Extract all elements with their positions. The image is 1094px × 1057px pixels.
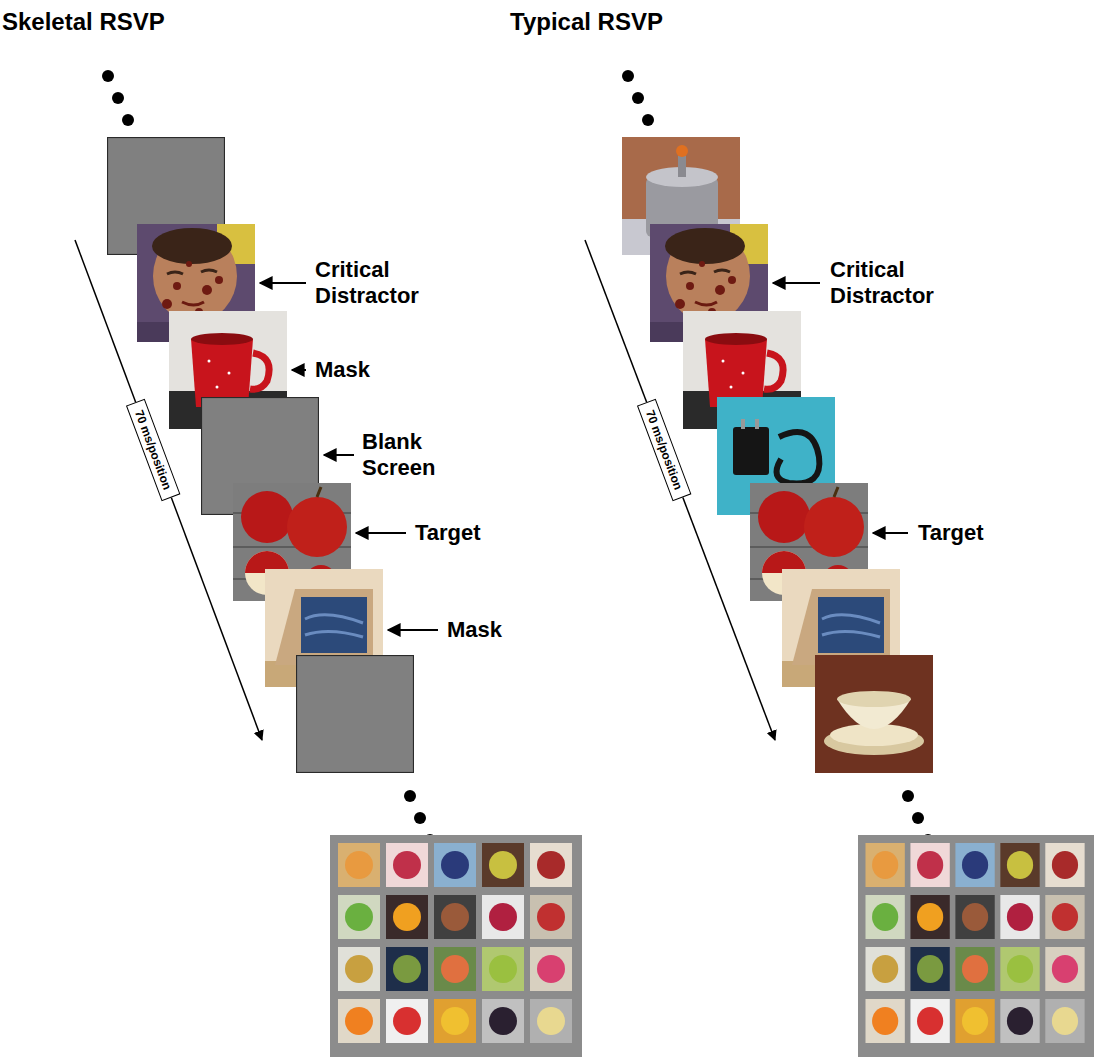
callout-label: Mask xyxy=(315,357,370,383)
panel-title: Typical RSVP xyxy=(510,8,663,37)
callout-label: Blank Screen xyxy=(362,429,472,482)
callout-label: Target xyxy=(415,520,481,546)
callout-label: Target xyxy=(918,520,984,546)
panel-title: Skeletal RSVP xyxy=(2,8,165,37)
callout-label: Critical Distractor xyxy=(315,257,455,310)
callout-label: Mask xyxy=(447,617,502,643)
callout-label: Critical Distractor xyxy=(830,257,970,310)
